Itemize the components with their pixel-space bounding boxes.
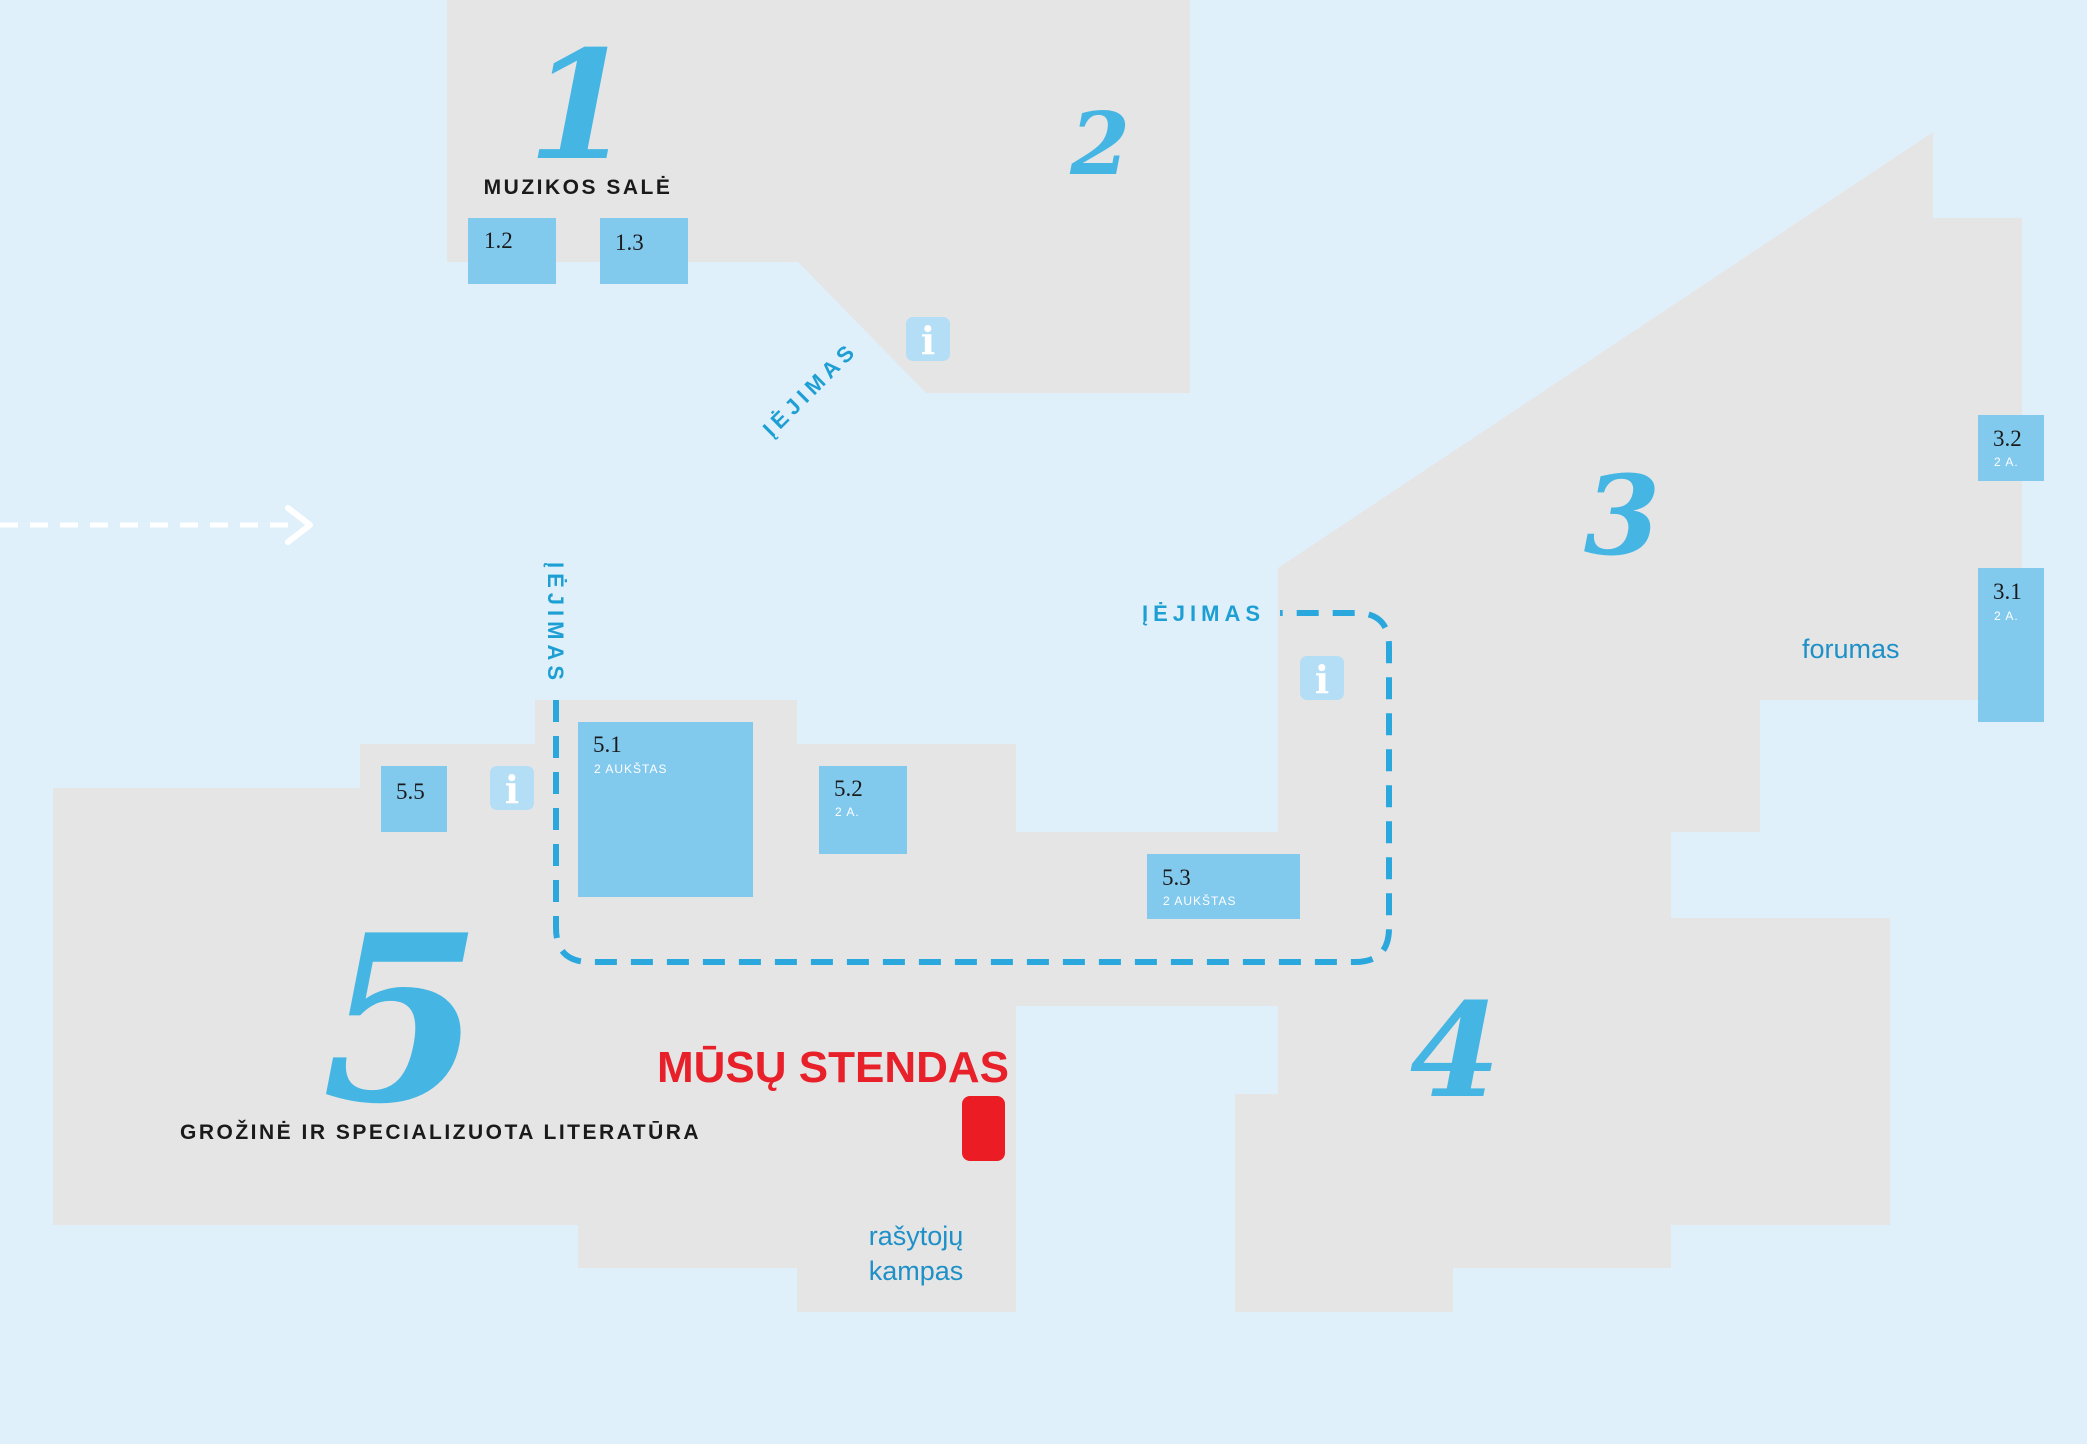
room-3-1[interactable] — [1978, 568, 2044, 722]
room-5-3-number: 5.3 — [1162, 865, 1191, 890]
room-5-5[interactable] — [381, 766, 447, 832]
room-5-2-number: 5.2 — [834, 776, 863, 801]
entrance-label-top: ĮĖJIMAS — [758, 337, 863, 442]
our-stand-label: MŪSŲ STENDAS — [657, 1043, 1009, 1092]
hall-3-area[interactable] — [1278, 132, 2022, 918]
arrow-right-icon — [0, 505, 313, 545]
entrance-label-left: ĮĖJIMAS — [543, 562, 568, 685]
room-5-2[interactable] — [819, 766, 907, 854]
room-1-2-number: 1.2 — [484, 228, 513, 253]
room-3-1-number: 3.1 — [1993, 579, 2022, 604]
room-5-2-floor: 2 A. — [835, 805, 860, 819]
room-5-1-number: 5.1 — [593, 732, 622, 757]
hall-1-label: MUZIKOS SALĖ — [484, 176, 673, 199]
room-3-2[interactable] — [1978, 415, 2044, 481]
writers-corner-label-line1: rašytojų — [869, 1221, 964, 1251]
info-point-top[interactable]: i — [906, 317, 950, 363]
hall-3-number: 3 — [1584, 451, 1661, 580]
hall-5-label: GROŽINĖ IR SPECIALIZUOTA LITERATŪRA — [180, 1120, 701, 1144]
hall-1-2-area[interactable] — [447, 0, 1190, 393]
room-5-3[interactable] — [1147, 854, 1300, 919]
info-icon: i — [921, 318, 935, 363]
room-5-3-floor: 2 AUKŠTAS — [1163, 893, 1236, 908]
info-icon: i — [1315, 657, 1329, 702]
hall-5-number: 5 — [322, 885, 482, 1155]
hall-2-number: 2 — [1069, 94, 1130, 195]
room-3-2-number: 3.2 — [1993, 426, 2022, 451]
forum-label: forumas — [1802, 634, 1900, 664]
room-5-1-floor: 2 AUKŠTAS — [594, 761, 667, 776]
room-1-3-number: 1.3 — [615, 230, 644, 255]
walking-route — [553, 610, 1392, 965]
info-point-right[interactable]: i — [1300, 656, 1344, 702]
entrance-label-right: ĮĖJIMAS — [1142, 601, 1265, 626]
hall-1-number: 1 — [528, 18, 632, 194]
room-1-2[interactable] — [468, 218, 556, 284]
hall-4-area[interactable] — [1235, 918, 1890, 1312]
room-3-2-floor: 2 A. — [1994, 455, 2019, 469]
room-5-5-number: 5.5 — [396, 779, 425, 804]
our-stand-marker[interactable] — [962, 1096, 1005, 1161]
writers-corner-label-line2: kampas — [869, 1256, 964, 1286]
hall-4-number: 4 — [1410, 974, 1500, 1127]
info-icon: i — [505, 767, 519, 812]
room-1-3[interactable] — [600, 218, 688, 284]
room-5-1[interactable] — [578, 722, 753, 897]
info-point-left[interactable]: i — [490, 766, 534, 812]
room-3-1-floor: 2 A. — [1994, 609, 2019, 623]
